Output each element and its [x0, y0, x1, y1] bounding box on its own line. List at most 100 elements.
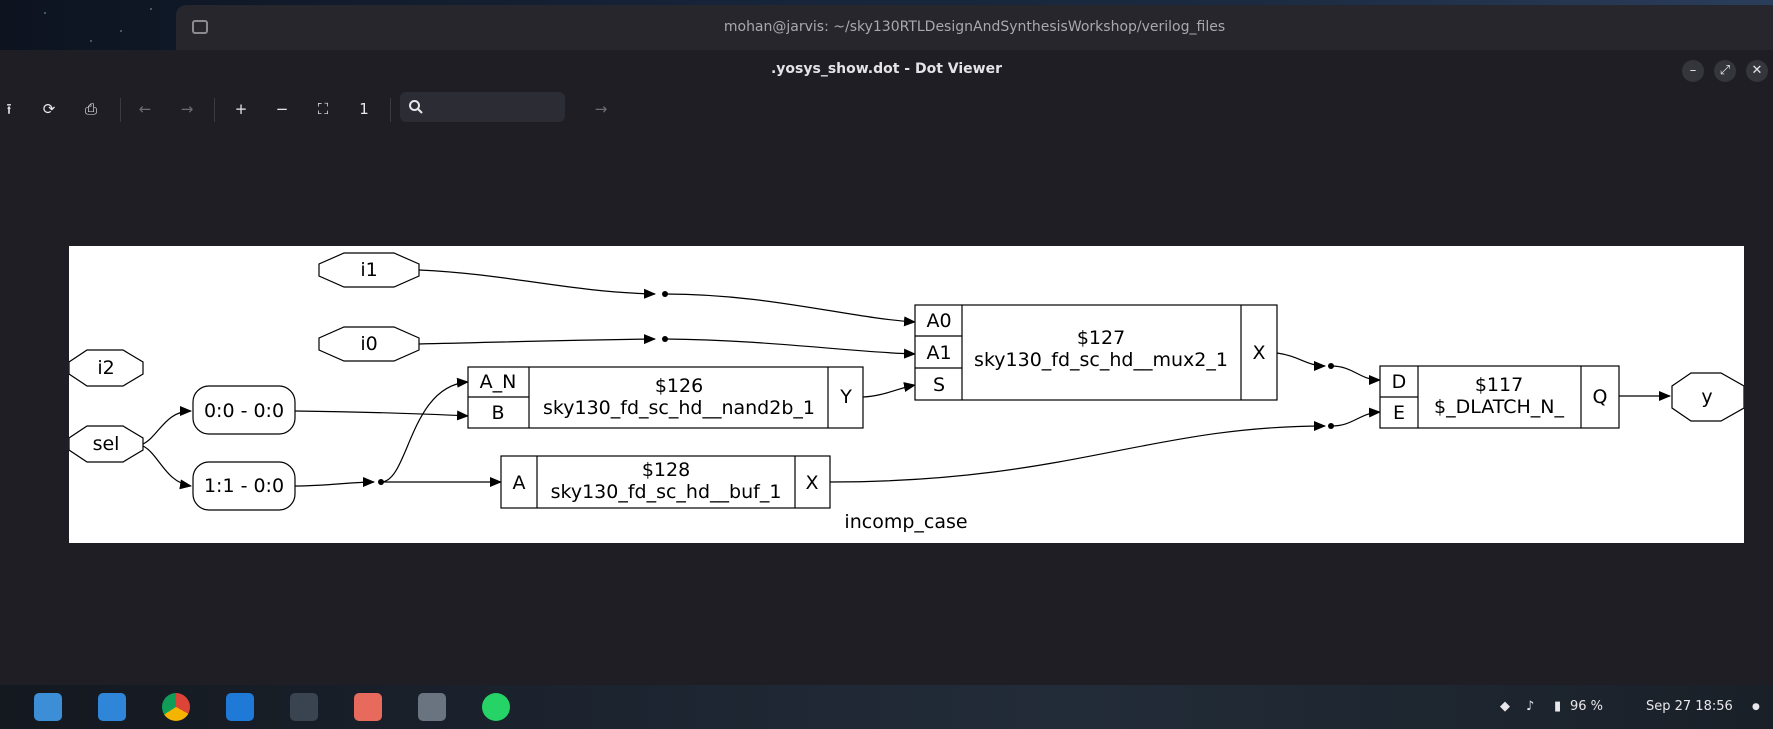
netlist-graph[interactable]: i1 i0 i2 sel y 0:0 - 0:0 1:1 - 0:0 A_N B…	[69, 246, 1744, 543]
pin-q: Q	[1593, 386, 1608, 408]
wire-i0	[418, 334, 656, 345]
taskbar: ◆ ♪ ▮ 96 % Sep 27 18:56 ●	[0, 685, 1773, 729]
wire-s1	[294, 477, 375, 488]
junction-dot	[662, 336, 668, 342]
slice-1-label: 1:1 - 0:0	[204, 475, 284, 497]
minimize-button[interactable]: –	[1682, 60, 1704, 82]
port-y[interactable]	[1671, 372, 1744, 422]
wire-i1	[418, 269, 656, 299]
pin-a1: A1	[926, 342, 951, 364]
background-terminal-titlebar[interactable]: mohan@jarvis: ~/sky130RTLDesignAndSynthe…	[176, 5, 1773, 50]
cell-128-id: $128	[642, 459, 690, 481]
wire-i1-a0	[664, 293, 916, 327]
reload-icon[interactable]: ⟳	[42, 100, 56, 118]
pin-buf-x: X	[805, 472, 818, 494]
zoom-fit-icon[interactable]: ⛶	[317, 100, 329, 118]
toolbar-separator	[390, 98, 391, 122]
slice-1[interactable]	[192, 461, 296, 511]
volume-icon[interactable]: ♪	[1526, 699, 1535, 714]
software-store-icon[interactable]	[98, 693, 126, 721]
wifi-icon[interactable]: ◆	[1500, 699, 1510, 714]
window-titlebar[interactable]: .yosys_show.dot - Dot Viewer – ⤢ ✕	[0, 50, 1773, 88]
wire-sel1-an	[380, 377, 469, 483]
forward-arrow-icon[interactable]: →	[180, 100, 194, 118]
pin-d: D	[1392, 371, 1407, 393]
settings-app-icon[interactable]	[418, 693, 446, 721]
port-i0-label: i0	[360, 333, 377, 355]
terminal-title: mohan@jarvis: ~/sky130RTLDesignAndSynthe…	[723, 19, 1226, 35]
cell-dlatch[interactable]	[1379, 365, 1620, 429]
port-i2[interactable]	[69, 349, 144, 387]
wire-sel-s0	[142, 406, 192, 445]
battery-percentage: 96 %	[1570, 699, 1604, 714]
zoom-100-icon[interactable]: 1	[359, 100, 369, 118]
whatsapp-icon[interactable]	[482, 693, 510, 721]
pin-mux-x: X	[1252, 342, 1265, 364]
toolbar: ⭱ ⟳ ⎙ ← → + − ⛶ 1 →	[0, 88, 1773, 128]
wire-y-s	[862, 382, 916, 398]
cell-126-type: sky130_fd_sc_hd__nand2b_1	[543, 397, 815, 419]
wire-s0-b	[294, 410, 469, 421]
graph-title: incomp_case	[844, 511, 967, 533]
port-i1-label: i1	[360, 259, 377, 281]
clock[interactable]: Sep 27 18:56	[1646, 699, 1733, 714]
port-i0[interactable]	[318, 326, 420, 362]
pin-a0: A0	[926, 310, 951, 332]
port-i2-label: i2	[97, 357, 114, 379]
cell-127-id: $127	[1077, 327, 1125, 349]
zoom-in-icon[interactable]: +	[234, 100, 248, 118]
wire-mux-x	[1276, 352, 1326, 371]
window-title: .yosys_show.dot - Dot Viewer	[770, 61, 1003, 77]
pin-e: E	[1393, 402, 1405, 424]
port-y-label: y	[1701, 386, 1712, 408]
search-icon	[409, 100, 423, 114]
cell-127-type: sky130_fd_sc_hd__mux2_1	[974, 349, 1228, 371]
print-icon[interactable]: ⎙	[84, 100, 97, 118]
wire-sel-s1	[142, 445, 192, 490]
maximize-button[interactable]: ⤢	[1714, 60, 1736, 82]
toolbar-separator	[214, 98, 215, 122]
pin-a-n: A_N	[480, 371, 517, 393]
slice-0-label: 0:0 - 0:0	[204, 400, 284, 422]
cell-nand2b[interactable]	[467, 366, 864, 429]
image-viewer-icon[interactable]	[354, 693, 382, 721]
files-app-icon[interactable]	[34, 693, 62, 721]
toolbar-separator	[120, 98, 121, 122]
cell-buf[interactable]	[500, 455, 831, 509]
vscode-icon[interactable]	[226, 693, 254, 721]
port-sel-label: sel	[93, 433, 120, 455]
junction-dot	[378, 479, 384, 485]
junction-dot	[662, 291, 668, 297]
battery-icon[interactable]: ▮	[1554, 699, 1562, 714]
port-i1[interactable]	[318, 252, 420, 288]
port-sel[interactable]	[69, 425, 144, 463]
junction-dot	[1328, 423, 1334, 429]
wire-e	[1330, 407, 1381, 427]
find-next-arrow-icon[interactable]: →	[594, 100, 608, 118]
search-input[interactable]	[430, 96, 558, 118]
cell-128-type: sky130_fd_sc_hd__buf_1	[551, 481, 782, 503]
cell-mux2[interactable]	[914, 304, 1278, 401]
pin-b: B	[491, 402, 504, 424]
junction-dot	[1328, 363, 1334, 369]
wire-i0-a1	[664, 338, 916, 359]
close-button[interactable]: ✕	[1746, 60, 1768, 82]
wire-d	[1330, 365, 1381, 385]
back-arrow-icon[interactable]: ←	[138, 100, 152, 118]
notification-dot-icon[interactable]: ●	[1752, 702, 1760, 712]
cell-126-id: $126	[655, 375, 703, 397]
open-file-icon[interactable]: ⭱	[6, 100, 12, 118]
zoom-out-icon[interactable]: −	[275, 100, 289, 118]
terminal-tab-icon[interactable]	[192, 20, 208, 34]
cell-117-id: $117	[1475, 374, 1523, 396]
slice-0[interactable]	[192, 385, 296, 435]
pin-a: A	[513, 472, 526, 494]
cell-117-type: $_DLATCH_N_	[1434, 396, 1565, 418]
pin-y: Y	[839, 386, 852, 408]
graph-canvas[interactable]: i1 i0 i2 sel y 0:0 - 0:0 1:1 - 0:0 A_N B…	[69, 246, 1744, 543]
search-box[interactable]	[400, 92, 565, 122]
dot-viewer-window: .yosys_show.dot - Dot Viewer – ⤢ ✕ ⭱ ⟳ ⎙…	[0, 50, 1773, 685]
chrome-icon[interactable]	[162, 693, 190, 721]
pin-s: S	[933, 374, 945, 396]
terminal-app-icon[interactable]	[290, 693, 318, 721]
